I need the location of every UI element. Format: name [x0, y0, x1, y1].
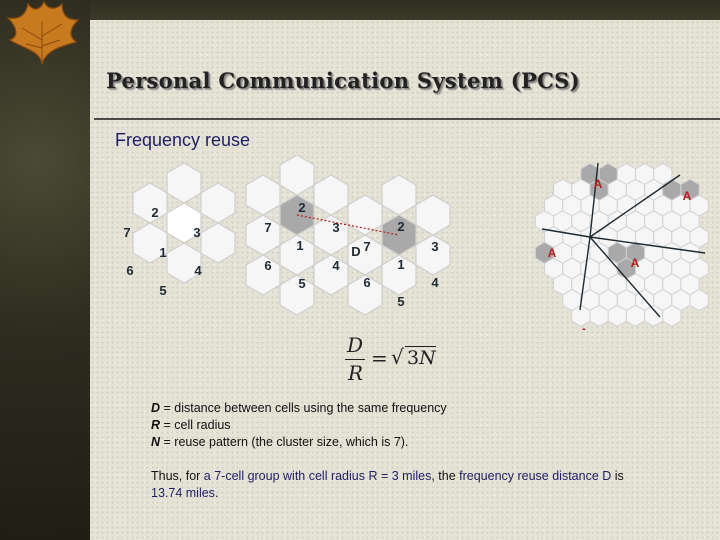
cluster1-label: 1	[159, 245, 166, 260]
left-cluster-label: 1	[296, 238, 303, 253]
cluster1-label: 5	[159, 283, 166, 298]
conclusion-highlight: 13.74 miles	[151, 486, 215, 500]
formula-equals: =	[371, 346, 388, 370]
reuse-formula: D R = √ 3N	[345, 333, 445, 385]
cell-diagrams: 2 7 3 1 6 4 5	[110, 155, 710, 330]
right-cluster-label: 1	[397, 257, 404, 272]
radicand-coefficient: 3	[407, 347, 419, 369]
cluster1-hex-3	[201, 183, 235, 223]
definition-n: N = reuse pattern (the cluster size, whi…	[151, 434, 447, 451]
conclusion-part: , the	[431, 469, 459, 483]
conclusion-highlight: a 7-cell group with cell radius R = 3 mi…	[204, 469, 432, 483]
cluster1-label: 2	[151, 205, 158, 220]
grid-hex	[690, 290, 708, 311]
grid-hex	[626, 305, 644, 326]
right-cluster-label: 7	[363, 239, 370, 254]
extra-hex	[246, 255, 280, 295]
radicand: 3N	[405, 346, 436, 369]
grid-hex	[645, 305, 663, 326]
grid-hex	[608, 305, 626, 326]
cluster1-hex-7	[133, 183, 167, 223]
left-hex-7	[246, 175, 280, 215]
conclusion-part: Thus, for	[151, 469, 204, 483]
slide-subtitle: Frequency reuse	[115, 130, 250, 151]
right-hex-2	[382, 175, 416, 215]
left-cluster-label: 5	[298, 276, 305, 291]
definition-d: D = distance between cells using the sam…	[151, 400, 447, 417]
definition-text: = cell radius	[160, 418, 231, 432]
slide-title: Personal Communication System (PCS)	[106, 68, 580, 93]
distance-label: D	[351, 244, 360, 259]
left-cluster-label: 4	[332, 258, 340, 273]
grid-hex	[663, 305, 681, 326]
slide-canvas: Personal Communication System (PCS) Freq…	[90, 20, 720, 540]
right-hex-7	[348, 195, 382, 235]
grid-background	[535, 164, 708, 327]
reuse-cell-label: A	[580, 326, 589, 330]
radical-sign: √	[391, 345, 404, 369]
definition-text: = distance between cells using the same …	[160, 401, 447, 415]
radicand-variable: N	[419, 347, 436, 369]
right-hex-3	[416, 195, 450, 235]
left-hex-6	[246, 215, 280, 255]
cluster1-label: 6	[126, 263, 133, 278]
reuse-cell-label: A	[683, 189, 692, 203]
seven-cell-cluster: 2 7 3 1 6 4 5	[123, 163, 235, 298]
definition-symbol: R	[151, 418, 160, 432]
definitions: D = distance between cells using the sam…	[151, 400, 447, 451]
frame-top-strip	[0, 0, 720, 20]
title-rule	[94, 118, 720, 120]
definition-symbol: N	[151, 435, 160, 449]
definition-r: R = cell radius	[151, 417, 447, 434]
right-cluster-label: 4	[431, 275, 439, 290]
right-cluster-label: 3	[431, 239, 438, 254]
reuse-grid-diagram: A A A A A A A	[535, 163, 710, 330]
fraction-bar	[345, 359, 365, 360]
definition-symbol: D	[151, 401, 160, 415]
left-cluster-label: 7	[264, 220, 271, 235]
conclusion-highlight: frequency reuse distance D	[459, 469, 611, 483]
cluster1-label: 3	[193, 225, 200, 240]
formula-numerator: D	[347, 333, 363, 357]
two-cluster-diagram: 2 7 3 1 6 4 5 2 7 3 1 6 4 5 D	[246, 155, 450, 315]
definition-text: = reuse pattern (the cluster size, which…	[160, 435, 408, 449]
cluster1-hex-2	[167, 163, 201, 203]
left-hex-3	[314, 175, 348, 215]
extra-hex	[314, 255, 348, 295]
cluster1-label: 7	[123, 225, 130, 240]
formula-denominator: R	[348, 361, 363, 385]
left-cluster-label: 3	[332, 220, 339, 235]
extra-hex	[280, 275, 314, 315]
autumn-leaf-icon	[2, 0, 82, 70]
reuse-cell-label: A	[594, 177, 603, 191]
cluster1-hex-4	[201, 223, 235, 263]
conclusion-part: .	[215, 486, 218, 500]
right-cluster-label: 5	[397, 294, 404, 309]
conclusion-text: Thus, for a 7-cell group with cell radiu…	[151, 468, 651, 502]
frame-left-panel	[0, 0, 90, 540]
conclusion-part: is	[611, 469, 624, 483]
left-hex-2	[280, 155, 314, 195]
right-cluster-label: 2	[397, 219, 404, 234]
reuse-cell-label: A	[631, 256, 640, 270]
reuse-cell-label: A	[548, 246, 557, 260]
left-hex-4	[314, 215, 348, 255]
left-cluster-label: 6	[264, 258, 271, 273]
grid-hex	[590, 305, 608, 326]
left-cluster-label: 2	[298, 200, 305, 215]
right-cluster-label: 6	[363, 275, 370, 290]
cluster1-label: 4	[194, 263, 202, 278]
